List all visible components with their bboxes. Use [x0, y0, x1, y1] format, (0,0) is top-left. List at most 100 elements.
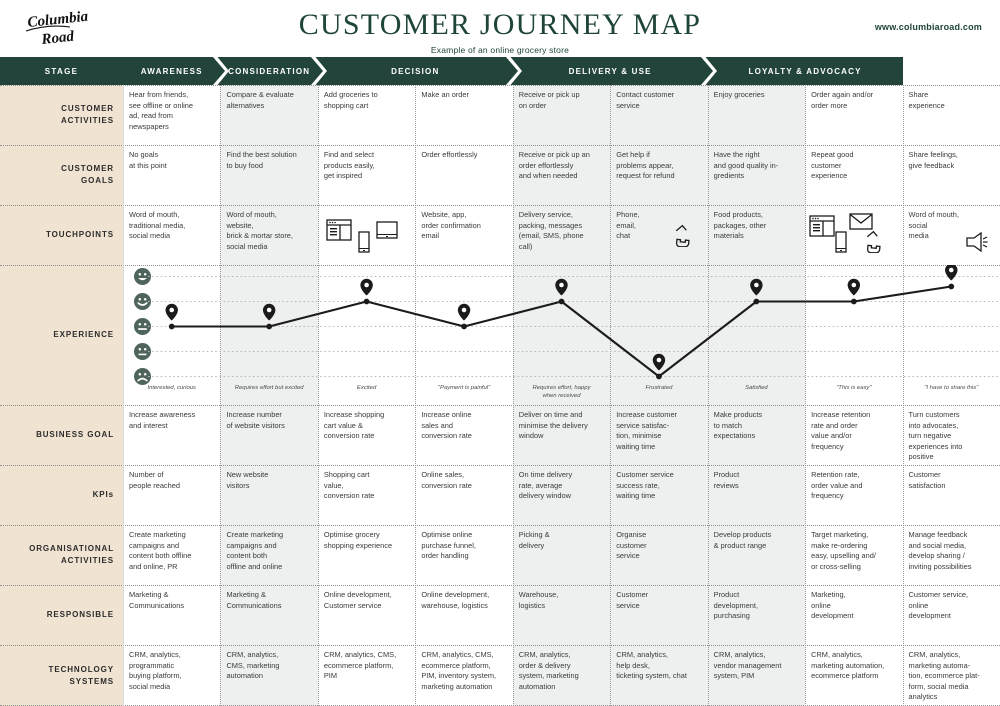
grid-cell: Customer service success rate, waiting t… — [610, 465, 707, 525]
stage-segment-label: DECISION — [391, 66, 440, 76]
phone-handset-icon — [672, 223, 696, 252]
grid-cell: Find and select products easily, get ins… — [318, 145, 415, 205]
grid-cell: New website visitors — [220, 465, 317, 525]
grid-cell: Create marketing campaigns and content b… — [123, 525, 220, 585]
grid-cell: Turn customers into advocates, turn nega… — [903, 405, 1000, 465]
grid-cell: Make products to match expectations — [708, 405, 805, 465]
grid-cell: Website, app, order confirmation email — [415, 205, 512, 265]
grid-cell-text: Create marketing campaigns and content b… — [226, 530, 284, 571]
experience-annotation: "I have to share this" — [924, 385, 979, 391]
grid-cell: Organise customer service — [610, 525, 707, 585]
grid-cell-text: New website visitors — [226, 470, 269, 490]
grid-cell: On time delivery rate, average delivery … — [513, 465, 610, 525]
grid-cell: Order again and/or order more — [805, 85, 902, 145]
grid-cell-text: CRM, analytics, CMS, marketing automatio… — [226, 650, 280, 681]
megaphone-icon — [965, 231, 989, 258]
browser-icon — [326, 219, 352, 246]
stage-segment-consideration[interactable]: CONSIDERATION — [220, 57, 318, 85]
grid-cell-text: Website, app, order confirmation email — [421, 210, 481, 241]
grid-cell: Customer service — [610, 585, 707, 645]
grid-cell: Increase shopping cart value & conversio… — [318, 405, 415, 465]
grid-cell-text: Hear from friends, see offline or online… — [129, 90, 193, 131]
grid-cell-text: CRM, analytics, help desk, ticketing sys… — [616, 650, 687, 681]
grid-cell: Online development, Customer service — [318, 585, 415, 645]
grid-cell: Warehouse, logistics — [513, 585, 610, 645]
grid-cell-text: Increase online sales and conversion rat… — [421, 410, 472, 441]
grid-cell: Shopping cart value, conversion rate — [318, 465, 415, 525]
grid-cell-text: Food products, packages, other materials — [713, 210, 767, 241]
grid-cell-text: Share experience — [908, 90, 945, 110]
grid-cell-text: Order effortlessly — [421, 150, 478, 159]
grid-cell-text: Organise customer service — [616, 530, 647, 561]
grid-cell-text: Find and select products easily, get ins… — [323, 150, 375, 181]
grid-cell-text: Compare & evaluate alternatives — [226, 90, 294, 110]
column-divider — [317, 85, 319, 706]
grid-cell: Increase number of website visitors — [220, 405, 317, 465]
grid-cell: Get help if problems appear, request for… — [610, 145, 707, 205]
grid-cell-text: Have the right and good quality in- gred… — [713, 150, 779, 181]
row-label-text: RESPONSIBLE — [46, 610, 114, 619]
grid-cell-text: Customer service — [616, 590, 649, 610]
grid-cell-text: Marketing & Communications — [129, 590, 185, 610]
experience-annotation: Excited — [356, 385, 377, 391]
tablet-icon — [376, 221, 398, 244]
row-label-kpis: KPIs — [0, 465, 123, 525]
grid-cell-text: Retention rate, order value and frequenc… — [811, 470, 863, 501]
envelope-icon — [849, 213, 873, 235]
grid-cell: Online sales, conversion rate — [415, 465, 512, 525]
grid-cell: CRM, analytics, CMS, marketing automatio… — [220, 645, 317, 706]
row-label-customer-goals: CUSTOMER GOALS — [0, 145, 123, 205]
column-divider — [610, 85, 612, 706]
page-subtitle: Example of an online grocery store — [430, 45, 570, 55]
row-label-organisational-activities: ORGANISATIONAL ACTIVITIES — [0, 525, 123, 585]
grid-cell: Online development, warehouse, logistics — [415, 585, 512, 645]
grid-cell: CRM, analytics, vendor management system… — [708, 645, 805, 706]
grid-cell-text: Find the best solution to buy food — [226, 150, 297, 170]
shaded-column-band — [220, 85, 318, 706]
grid-cell: Find the best solution to buy food — [220, 145, 317, 205]
svg-text:Road: Road — [40, 29, 75, 48]
grid-cell-text: Manage feedback and social media, develo… — [908, 530, 972, 571]
stage-segment-decision[interactable]: DECISION — [317, 57, 513, 85]
grid-cell-text: Receive or pick up an order effortlessly… — [518, 150, 590, 181]
column-divider — [220, 85, 222, 706]
grid-cell: Target marketing, make re-ordering easy,… — [805, 525, 902, 585]
grid-cell-text: Order again and/or order more — [811, 90, 874, 110]
mobile-icon — [358, 231, 370, 258]
grid-cell: CRM, analytics, marketing automa- tion, … — [903, 645, 1000, 706]
column-divider — [512, 85, 514, 706]
grid-cell: Deliver on time and minimise the deliver… — [513, 405, 610, 465]
grid-cell: Delivery service, packing, messages (ema… — [513, 205, 610, 265]
grid-cell-text: On time delivery rate, average delivery … — [518, 470, 573, 501]
row-label-text: ORGANISATIONAL ACTIVITIES — [29, 544, 114, 565]
row-divider — [0, 405, 1000, 406]
grid-cell-text: Target marketing, make re-ordering easy,… — [811, 530, 876, 571]
stage-segment-awareness[interactable]: AWARENESS — [123, 57, 221, 85]
grid-cell: Optimise grocery shopping experience — [318, 525, 415, 585]
grid-cell: Increase customer service satisfac- tion… — [610, 405, 707, 465]
grid-cell-text: Make an order — [421, 90, 469, 99]
experience-annotation: Satisfied — [745, 385, 768, 391]
stage-segment-delivery-use[interactable]: DELIVERY & USE — [512, 57, 708, 85]
grid-cell-text: Product development, purchasing — [713, 590, 759, 621]
stage-label-cell: STAGE — [0, 57, 123, 85]
shaded-column-band — [610, 85, 708, 706]
stage-segment-label: LOYALTY & ADVOCACY — [748, 66, 862, 76]
row-label-experience: EXPERIENCE — [0, 265, 123, 405]
grid-cell-text: Repeat good customer experience — [811, 150, 854, 181]
grid-cell-text: Contact customer service — [616, 90, 675, 110]
grid-cell: Order effortlessly — [415, 145, 512, 205]
grid-cell: Hear from friends, see offline or online… — [123, 85, 220, 145]
row-label-touchpoints: TOUCHPOINTS — [0, 205, 123, 265]
grid-cell-text: Phone, email, chat — [616, 210, 640, 241]
grid-cell-text: Online sales, conversion rate — [421, 470, 472, 490]
grid-cell-text: Word of mouth, traditional media, social… — [129, 210, 186, 241]
grid-cell-text: Increase retention rate and order value … — [811, 410, 871, 451]
grid-cell-text: Customer service, online development — [908, 590, 969, 621]
experience-annotation: "Payment is painful" — [437, 385, 491, 391]
grid-cell-text: Marketing & Communications — [226, 590, 282, 610]
grid-cell-text: CRM, analytics, order & delivery system,… — [518, 650, 579, 691]
stage-segment-loyalty-advocacy[interactable]: LOYALTY & ADVOCACY — [707, 57, 903, 85]
grid-cell: Customer satisfaction — [903, 465, 1000, 525]
